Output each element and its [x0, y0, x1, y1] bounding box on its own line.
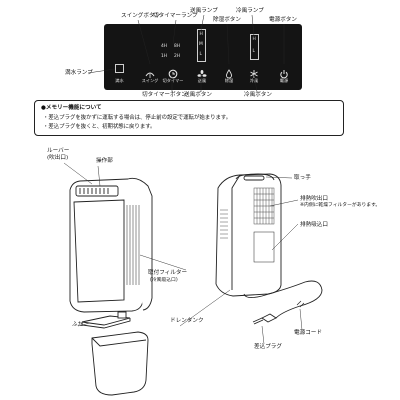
- outlet-label: (吹出口): [47, 155, 69, 161]
- fan-key-label: 送風: [197, 78, 207, 83]
- drain-tank-part: [91, 331, 149, 396]
- rear-unit: [215, 173, 323, 325]
- fan-level-m: M: [199, 42, 203, 47]
- drain-tank-label: ドレンタンク: [170, 318, 204, 324]
- fan-lamp-label: 送風ランプ: [190, 8, 218, 14]
- cool-level-l: L: [252, 49, 255, 54]
- cool-button-label: 冷風ボタン: [244, 92, 272, 98]
- exhaust-label: 排熱吹出口: [300, 196, 328, 202]
- lid-label: ふた: [72, 322, 84, 328]
- front-unit: [69, 177, 153, 313]
- fan-button-label: 送風ボタン: [184, 92, 212, 98]
- louver-label: ルーバー: [47, 148, 70, 154]
- swing-button-label: スイングボタン: [121, 13, 161, 19]
- droplet-icon: [226, 69, 232, 79]
- power-button-label: 電源ボタン: [269, 17, 297, 23]
- lid-part: [81, 311, 131, 329]
- water-lamp-indicator: [115, 64, 124, 73]
- power-icon: [280, 70, 288, 79]
- fan-button[interactable]: [196, 64, 208, 77]
- swing-key-label: スイング: [141, 78, 159, 83]
- plug-label: 差込プラグ: [254, 344, 282, 350]
- water-lamp-label: 満水ランプ: [65, 70, 93, 76]
- control-panel-label: 操作部: [96, 158, 113, 164]
- timer-1h: 1H: [161, 54, 168, 59]
- memory-note-2: ・差込プラグを抜くと、初期状態に戻ります。: [43, 124, 156, 130]
- filter-label: 取付フィルター: [148, 270, 188, 276]
- fan-icon: [197, 70, 207, 77]
- cool-level-frame: [250, 34, 259, 60]
- dehumid-button-label: 除湿ボタン: [213, 17, 241, 23]
- exhaust-inlet-label: 排熱吸込口: [300, 222, 328, 228]
- memory-note-1: ・差込プラグを抜かずに運転する場合は、停止前の設定で運転が始まります。: [43, 115, 232, 121]
- timer-button[interactable]: [167, 64, 179, 79]
- swing-icon: [145, 72, 155, 78]
- timer-4h: 4H: [161, 44, 168, 49]
- timer-2h: 2H: [174, 54, 181, 59]
- fan-level-l: L: [199, 52, 202, 57]
- timer-button-label: 切タイマーボタン: [142, 92, 187, 98]
- cord-label: 電源コード: [294, 330, 322, 336]
- control-panel: 満水 スイング 4H 8H 1H 2H 切タイマー H M L 送風 除湿 H …: [104, 24, 302, 90]
- memory-function-title: ●メモリー機能について: [41, 105, 102, 111]
- timer-lamp-label: 切タイマーランプ: [153, 13, 198, 19]
- power-button[interactable]: [278, 64, 290, 79]
- power-key-label: 電源: [279, 78, 289, 83]
- fan-level-h: H: [199, 32, 203, 37]
- swing-button[interactable]: [144, 64, 156, 78]
- water-key-label: 満水: [115, 78, 124, 83]
- timer-key-label: 切タイマー: [162, 78, 184, 83]
- cool-level-h: H: [252, 37, 256, 42]
- cool-lamp-label: 冷風ランプ: [236, 8, 264, 14]
- filter-note-label: (冷風吸込口): [150, 278, 178, 283]
- exhaust-note-label: ※内側に乾燥フィルターがあります。: [300, 203, 381, 208]
- memory-function-box: ●メモリー機能について ・差込プラグを抜かずに運転する場合は、停止前の設定で運転…: [34, 100, 344, 136]
- handle-label: 取っ手: [294, 175, 311, 181]
- dehumid-button[interactable]: [223, 64, 235, 79]
- dehumid-key-label: 除湿: [224, 78, 234, 83]
- clock-icon: [168, 69, 178, 79]
- timer-8h: 8H: [174, 44, 181, 49]
